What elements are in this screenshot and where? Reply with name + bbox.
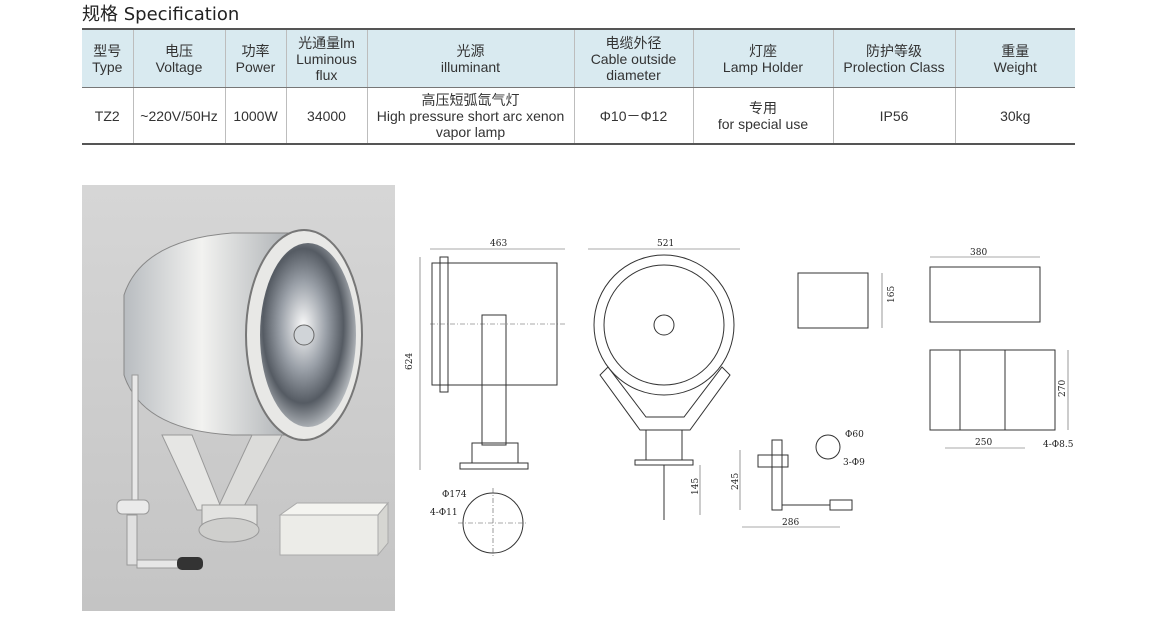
ballast-box-drawing: 380 270 250 4-Φ8.5 xyxy=(929,248,1074,450)
small-box-drawing: 165 xyxy=(797,272,897,329)
dim-box-holes: 4-Φ8.5 xyxy=(1043,440,1074,450)
cell-type: TZ2 xyxy=(82,87,134,145)
searchlight-photo xyxy=(82,185,395,611)
dim-side-width: 463 xyxy=(490,239,507,249)
dim-handle-height: 245 xyxy=(731,473,741,490)
dim-base-circle: Φ174 xyxy=(442,490,467,500)
dim-base-holes: 4-Φ11 xyxy=(430,508,458,518)
dimension-drawings: 463 624 Φ174 4-Φ11 521 145 24 xyxy=(405,239,1074,558)
dim-box-width: 380 xyxy=(970,248,987,258)
cell-power: 1000W xyxy=(225,87,287,145)
cell-voltage: ~220V/50Hz xyxy=(133,87,226,145)
section-title: 规格 Specification xyxy=(82,4,240,25)
side-view-drawing: 463 624 xyxy=(405,239,565,470)
cell-luminous-flux: 34000 xyxy=(286,87,368,145)
dim-front-width: 521 xyxy=(657,239,674,249)
handle-drawing: 245 286 Φ60 3-Φ9 xyxy=(731,430,865,528)
front-view-drawing: 521 145 xyxy=(588,239,740,520)
dim-box-height: 165 xyxy=(887,286,897,303)
cell-weight: 30kg xyxy=(955,87,1075,145)
dim-box-mount: 250 xyxy=(975,438,992,448)
dim-side-height: 624 xyxy=(405,353,415,370)
cell-cable-diameter: Φ10－Φ12 xyxy=(574,87,694,145)
dim-box-depth: 270 xyxy=(1058,380,1068,397)
cell-protection-class: IP56 xyxy=(833,87,956,145)
base-plan-drawing: Φ174 4-Φ11 xyxy=(430,488,528,558)
dim-handle-length: 286 xyxy=(782,518,799,528)
dim-handle-holes: 3-Φ9 xyxy=(843,458,865,468)
dim-handle-dia: Φ60 xyxy=(845,430,864,440)
dim-front-post: 145 xyxy=(691,478,701,495)
